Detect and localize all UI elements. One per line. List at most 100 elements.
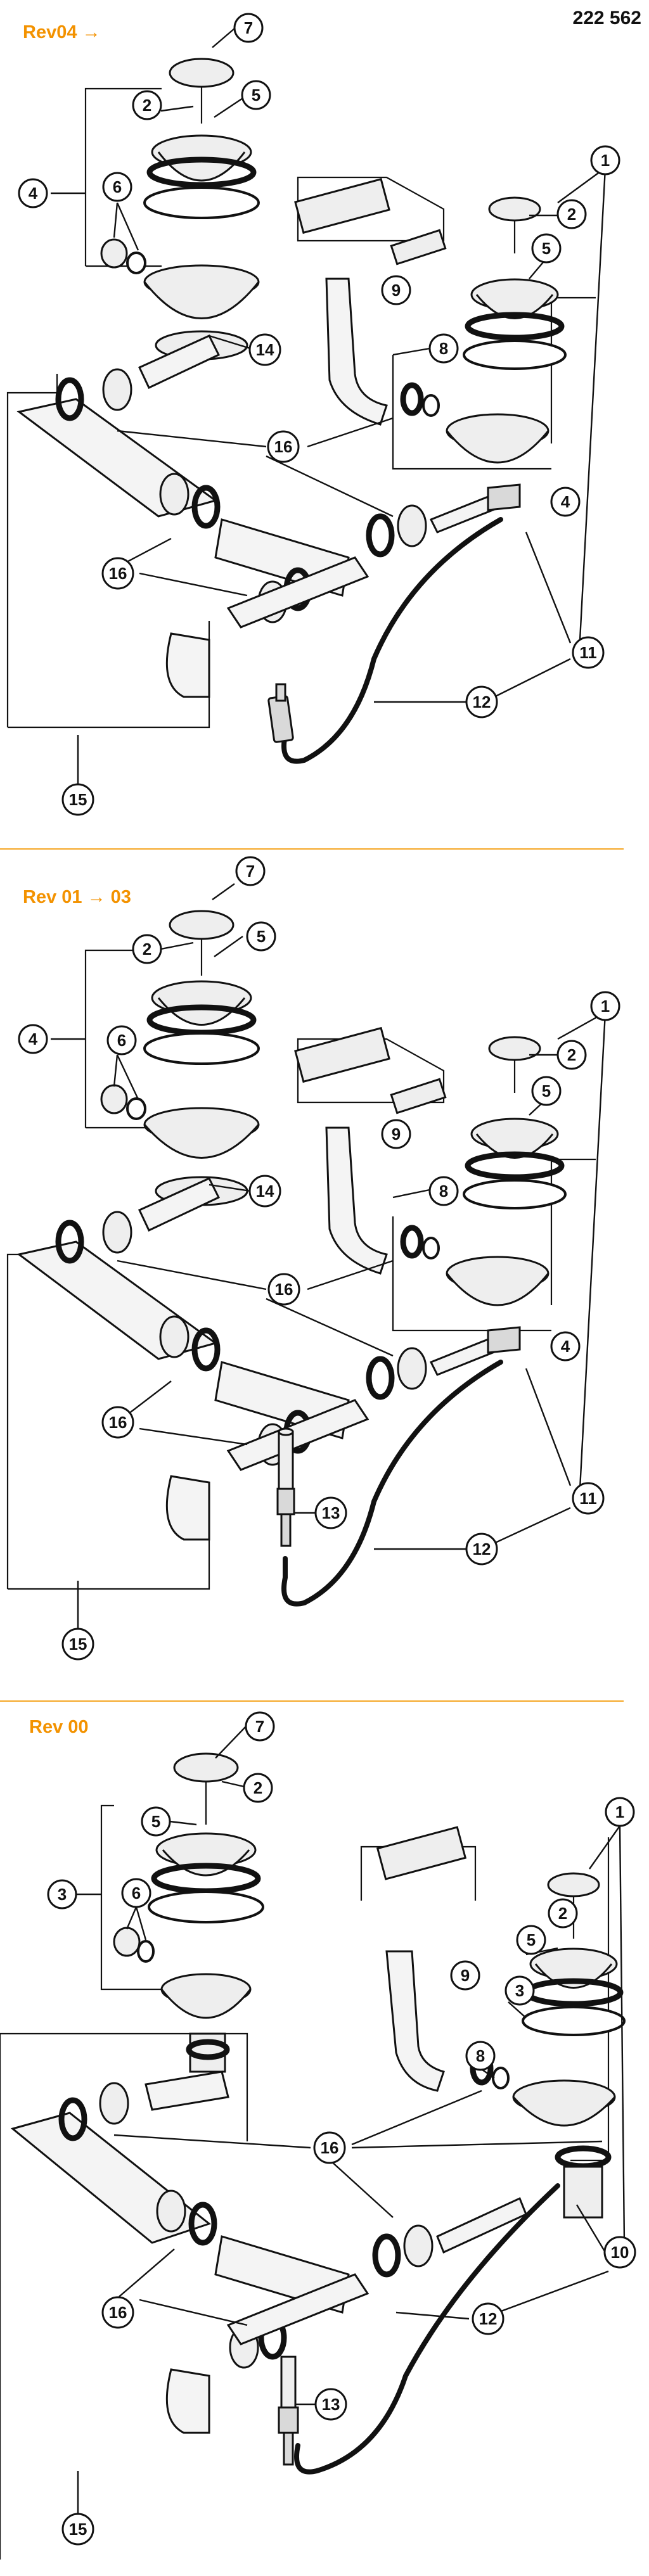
svg-text:13: 13 <box>322 2395 340 2414</box>
svg-text:6: 6 <box>117 1031 126 1050</box>
svg-text:16: 16 <box>109 564 127 583</box>
callout-8: 8 <box>428 333 459 364</box>
svg-text:15: 15 <box>69 790 87 809</box>
callout-2: 2 <box>556 1040 587 1070</box>
callout-4: 4 <box>550 1331 581 1361</box>
svg-text:2: 2 <box>254 1778 262 1797</box>
assembly-rev04 <box>6 58 596 764</box>
callout-7: 7 <box>245 1711 275 1742</box>
callout-12: 12 <box>465 1533 498 1565</box>
callout-9: 9 <box>381 1119 411 1149</box>
callout-12: 12 <box>465 685 498 718</box>
callout-15: 15 <box>61 1628 94 1661</box>
callout-2: 2 <box>556 199 587 229</box>
group-bracket <box>6 374 58 727</box>
svg-text:16: 16 <box>109 1413 127 1432</box>
callout-4: 4 <box>550 487 581 517</box>
callout-2: 2 <box>132 90 162 120</box>
svg-text:14: 14 <box>256 340 274 359</box>
svg-text:9: 9 <box>392 281 401 300</box>
callout-5: 5 <box>531 1076 562 1106</box>
svg-text:4: 4 <box>561 1337 570 1356</box>
callout-1: 1 <box>605 1797 635 1827</box>
svg-text:11: 11 <box>579 643 597 662</box>
svg-text:7: 7 <box>244 18 253 37</box>
callout-13: 13 <box>314 2388 347 2421</box>
svg-text:13: 13 <box>322 1503 340 1522</box>
svg-text:6: 6 <box>113 177 122 196</box>
callout-16: 16 <box>267 1273 300 1306</box>
svg-text:7: 7 <box>246 862 255 881</box>
group-bracket <box>84 87 162 266</box>
callout-13: 13 <box>314 1496 347 1529</box>
svg-text:5: 5 <box>257 927 266 946</box>
svg-text:16: 16 <box>274 437 293 456</box>
callout-10: 10 <box>603 2236 636 2269</box>
svg-text:12: 12 <box>473 692 491 711</box>
callouts: 7 2 5 4 6 14 16 16 1 2 5 9 8 4 11 12 15 … <box>18 13 636 2546</box>
svg-text:10: 10 <box>611 2243 629 2262</box>
callout-8: 8 <box>428 1176 459 1206</box>
svg-text:14: 14 <box>256 1182 274 1201</box>
callout-11: 11 <box>572 1482 605 1515</box>
svg-text:16: 16 <box>109 2303 127 2322</box>
strainer-basket <box>169 58 235 88</box>
callout-5: 5 <box>531 233 562 264</box>
svg-text:2: 2 <box>143 96 151 115</box>
svg-text:11: 11 <box>579 1489 597 1508</box>
callout-9: 9 <box>381 275 411 305</box>
svg-text:16: 16 <box>275 1280 293 1299</box>
callout-16: 16 <box>267 430 300 463</box>
callout-4: 4 <box>18 1024 48 1054</box>
callout-5: 5 <box>246 921 276 952</box>
svg-text:9: 9 <box>461 1966 470 1985</box>
callout-5: 5 <box>241 80 271 110</box>
callout-2: 2 <box>132 934 162 964</box>
svg-text:5: 5 <box>527 1930 536 1949</box>
callout-12: 12 <box>472 2302 504 2335</box>
callout-16: 16 <box>101 2296 134 2329</box>
svg-text:8: 8 <box>439 339 448 358</box>
callout-14: 14 <box>248 333 281 366</box>
svg-text:1: 1 <box>615 1802 624 1821</box>
svg-text:9: 9 <box>392 1125 401 1144</box>
svg-text:3: 3 <box>515 1981 524 2000</box>
svg-text:2: 2 <box>567 1045 576 1064</box>
callout-15: 15 <box>61 2513 94 2546</box>
revision-label-rev00: Rev 00 <box>29 1717 89 1737</box>
svg-text:7: 7 <box>255 1717 264 1736</box>
svg-text:5: 5 <box>151 1812 160 1831</box>
callout-11: 11 <box>572 636 605 669</box>
callout-16: 16 <box>101 1406 134 1439</box>
callout-8: 8 <box>465 2041 496 2071</box>
leader-lines <box>51 28 626 2514</box>
revision-label-rev01-03: Rev 01 → 03 <box>23 887 131 907</box>
revision-label-rev04: Rev04 → <box>23 22 101 42</box>
callout-15: 15 <box>61 783 94 816</box>
svg-text:16: 16 <box>321 2138 339 2157</box>
callout-16: 16 <box>101 557 134 590</box>
callout-6: 6 <box>121 1878 151 1908</box>
svg-text:2: 2 <box>558 1904 567 1923</box>
svg-text:15: 15 <box>69 1635 87 1654</box>
callout-7: 7 <box>235 856 266 886</box>
callout-3: 3 <box>504 1975 535 2006</box>
callout-4: 4 <box>18 178 48 208</box>
callout-2: 2 <box>548 1898 578 1929</box>
svg-text:12: 12 <box>473 1540 491 1559</box>
callout-5: 5 <box>516 1925 546 1955</box>
svg-text:2: 2 <box>143 940 151 959</box>
callout-5: 5 <box>141 1806 171 1837</box>
assembly-rev00 <box>0 1752 626 2560</box>
svg-text:15: 15 <box>69 2520 87 2539</box>
callout-16: 16 <box>313 2131 346 2164</box>
callout-7: 7 <box>233 13 264 43</box>
svg-text:5: 5 <box>542 1081 551 1100</box>
overflow-hose <box>281 517 503 764</box>
callout-2: 2 <box>243 1773 273 1803</box>
document-number: 222 562 <box>573 8 641 29</box>
svg-text:2: 2 <box>567 205 576 224</box>
svg-text:5: 5 <box>542 239 551 258</box>
callout-9: 9 <box>450 1960 480 1991</box>
